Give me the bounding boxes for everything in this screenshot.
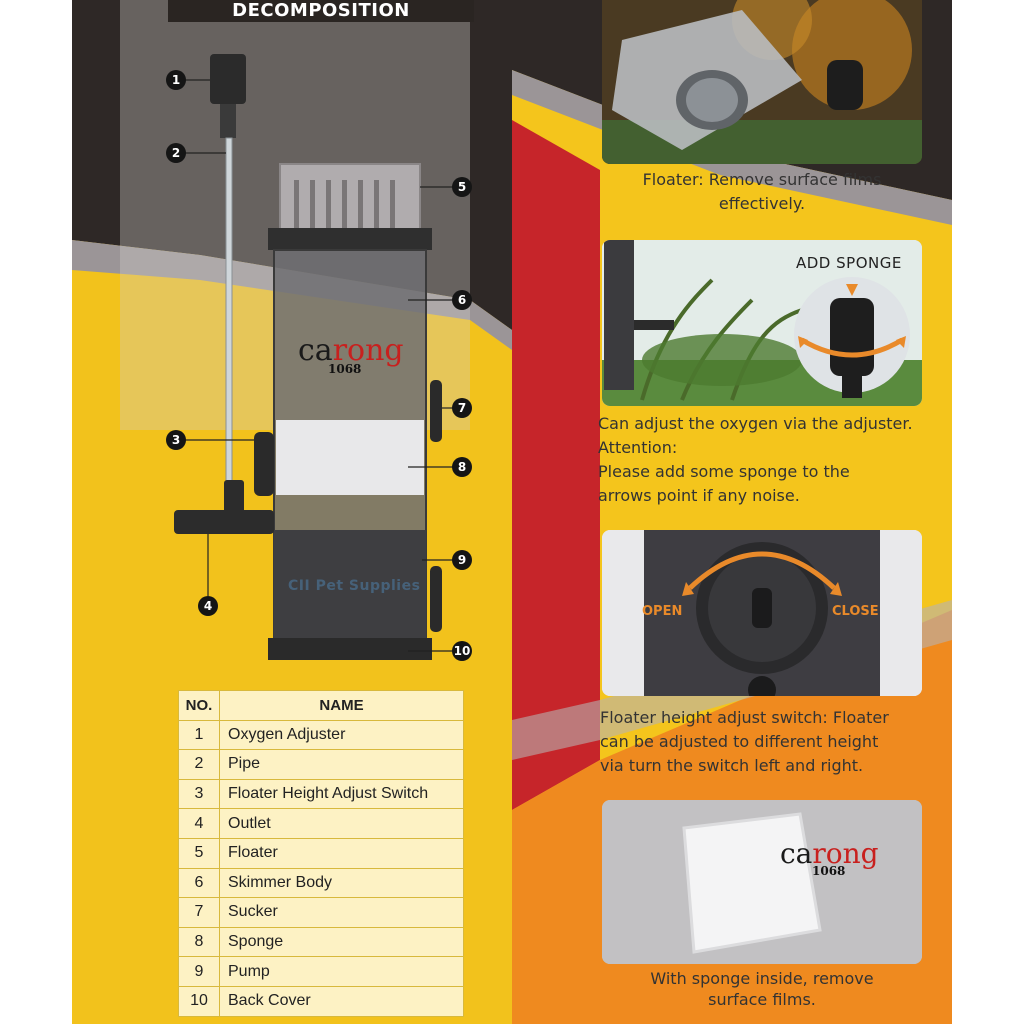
pump-section [274,530,426,640]
cell-name: Oxygen Adjuster [219,719,464,751]
cell-no: 5 [178,837,220,869]
adjuster-caption: Can adjust the oxygen via the adjuster. … [598,414,913,505]
cell-no: 7 [178,897,220,928]
callout-2: 2 [166,143,186,163]
pipe [225,137,233,484]
page-title: DECOMPOSITION [168,0,474,22]
sucker-top [430,380,442,442]
callout-9: 9 [452,550,472,570]
cell-name: Pipe [219,749,464,780]
column-header-no: NO. [178,690,220,721]
cell-no: 1 [178,719,220,751]
switch-caption: Floater height adjust switch: Floater ca… [600,708,889,775]
cell-no: 10 [178,985,220,1017]
cell-name: Sponge [219,926,464,958]
open-label: OPEN [642,604,683,619]
cell-name: Floater [219,837,464,869]
cell-name: Back Cover [219,985,464,1017]
outlet [174,510,274,534]
cell-name: Floater Height Adjust Switch [219,778,464,810]
switch-photo: OPEN CLOSE [602,530,922,696]
table-header-row: NO. NAME [178,690,464,721]
brand-logo-body: carong 1068 [298,333,404,376]
sucker-bottom [430,566,442,632]
skimmer-top-rim [268,228,432,250]
cell-name: Sucker [219,897,464,928]
cell-no: 2 [178,749,220,780]
cell-name: Pump [219,956,464,987]
callout-10: 10 [452,641,472,661]
back-cover [268,638,432,660]
floater-caption: Floater: Remove surface films effectivel… [642,170,882,213]
floater-photo [602,0,922,164]
add-sponge-label: ADD SPONGE [796,254,902,272]
watermark: CII Pet Supplies [288,578,421,594]
cell-name: Skimmer Body [219,867,464,899]
oxygen-adjuster-knob [210,54,246,104]
callout-7: 7 [452,398,472,418]
adjuster-photo: ADD SPONGE [602,240,922,406]
column-header-name: NAME [219,690,464,721]
callout-3: 3 [166,430,186,450]
skimmer-illustration [174,54,453,660]
callout-6: 6 [452,290,472,310]
callout-8: 8 [452,457,472,477]
callout-5: 5 [452,177,472,197]
callout-4: 4 [198,596,218,616]
cell-no: 8 [178,926,220,958]
cell-no: 9 [178,956,220,987]
cell-no: 6 [178,867,220,899]
sponge [276,420,424,495]
close-label: CLOSE [832,604,879,619]
callout-1: 1 [166,70,186,90]
cell-no: 4 [178,808,220,839]
sponge-caption: With sponge inside, remove surface films… [650,969,874,1009]
cell-no: 3 [178,778,220,810]
floater [279,163,421,235]
cell-name: Outlet [219,808,464,839]
height-switch [254,432,274,496]
sponge-photo: carong 1068 [602,800,922,964]
brand-logo-sponge: carong 1068 [780,837,879,878]
